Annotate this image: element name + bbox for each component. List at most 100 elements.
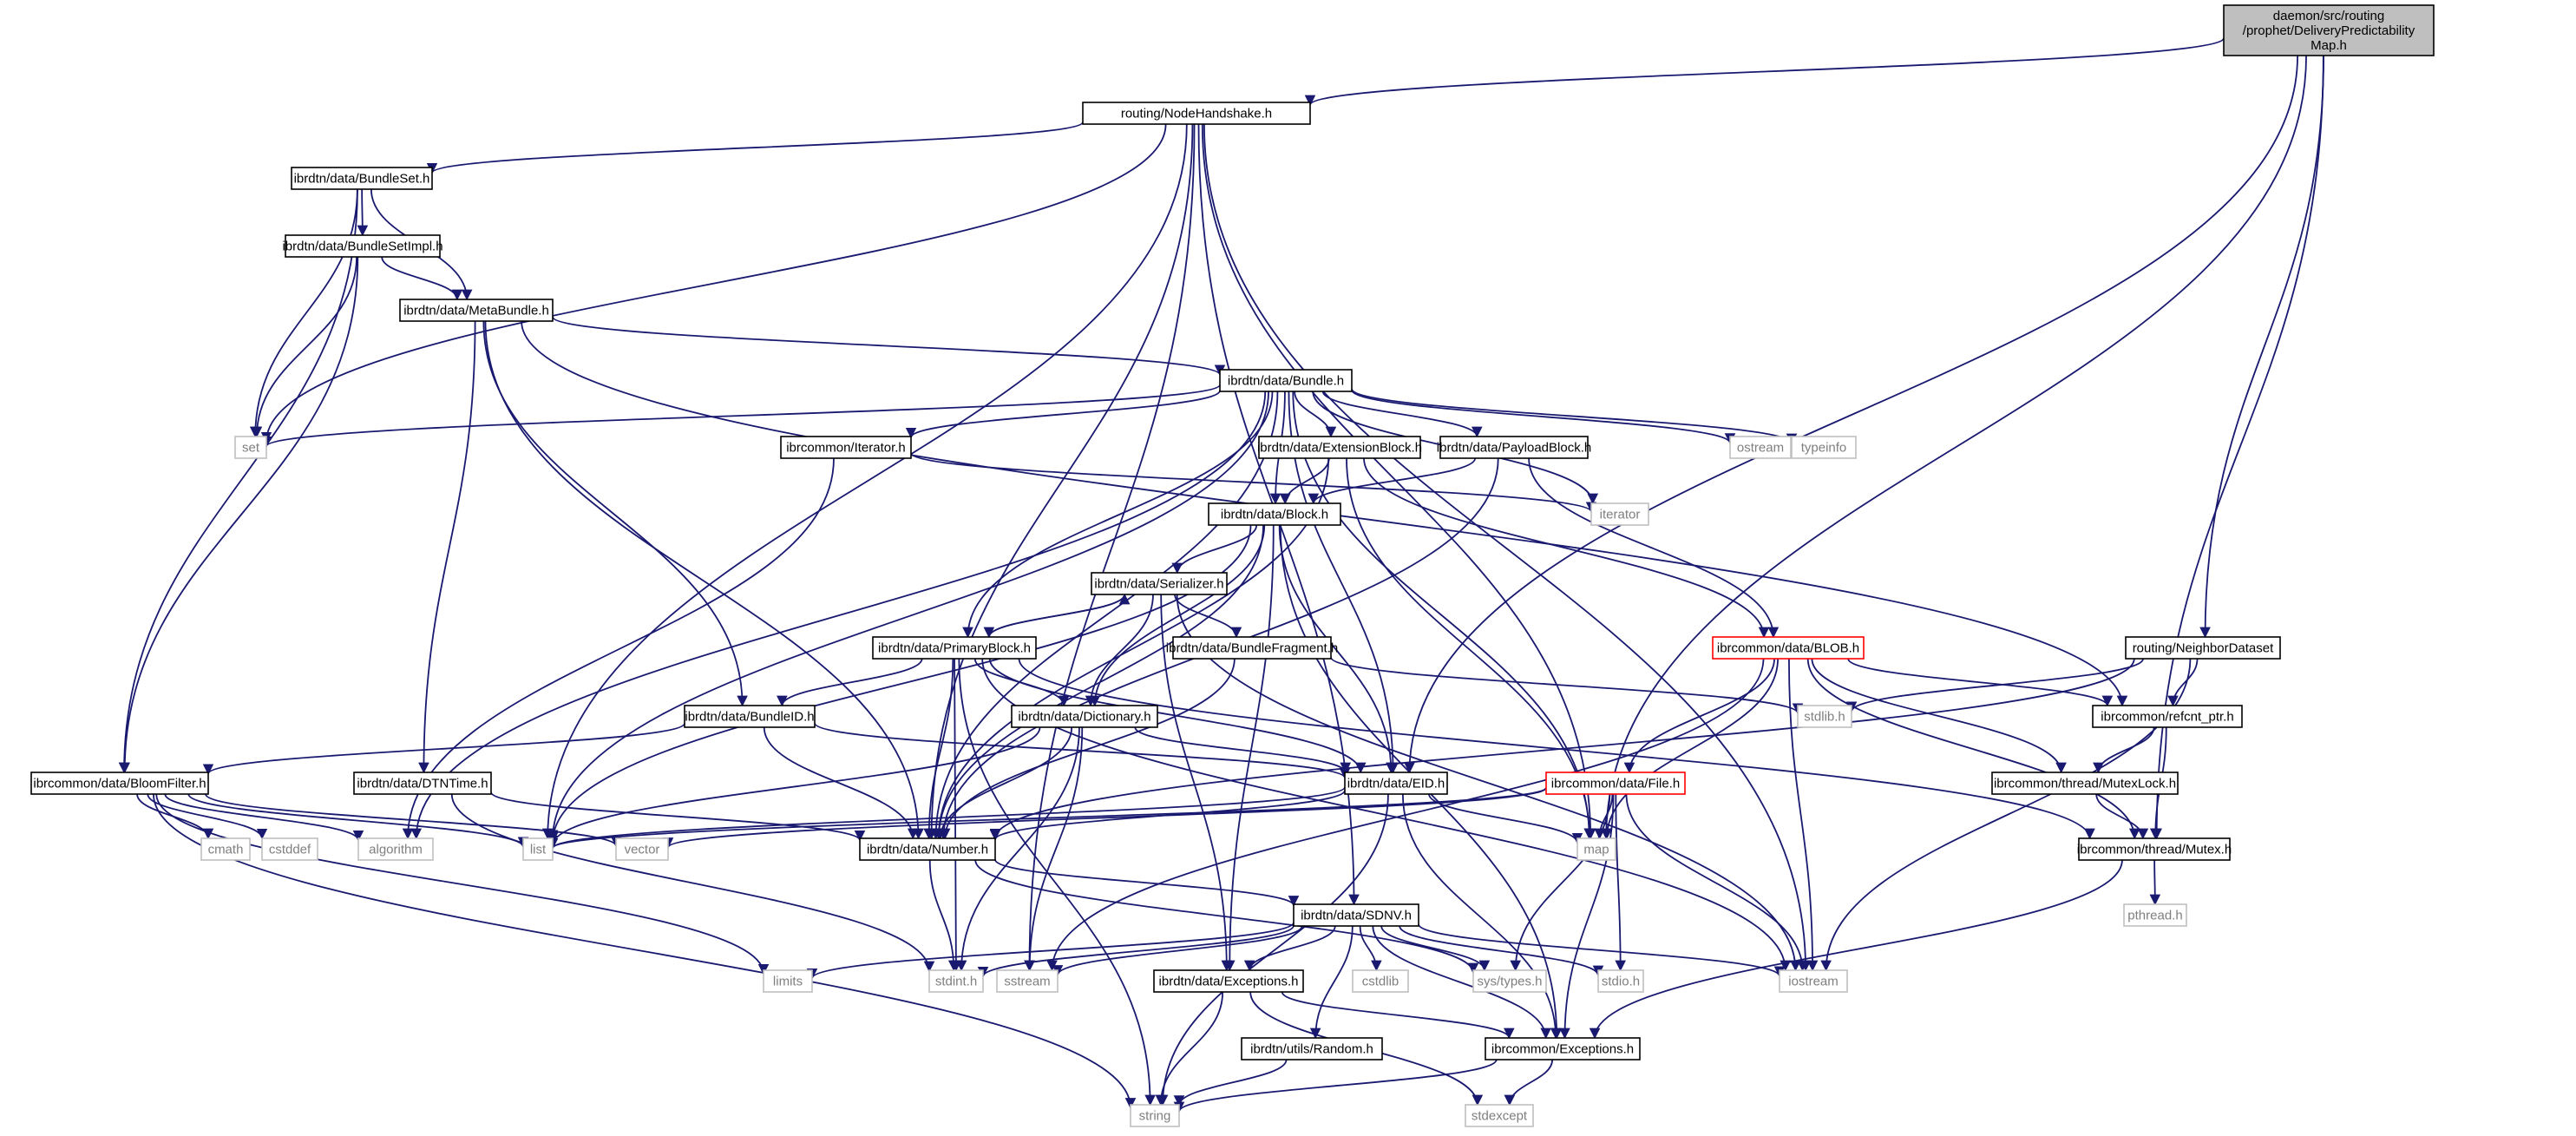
node-label-Serializer: ibrdtn/data/Serializer.h <box>1094 577 1223 592</box>
edge-NodeHandshake-to-BundleSet <box>427 121 1084 174</box>
edge-NeighborDataset-to-Number <box>989 658 2135 840</box>
edge-BLOB-to-Mutex <box>1806 658 2140 840</box>
edge-Bundle-to-list <box>547 391 1269 842</box>
edge-PrimaryBlock-to-BundleID <box>777 658 923 707</box>
edge-SDNV-to-iostream <box>1418 923 1786 978</box>
node-PayloadBlock[interactable]: ibrdtn/data/PayloadBlock.h <box>1437 436 1591 459</box>
node-limits: limits <box>763 969 813 993</box>
nodes-layer: daemon/src/routing/prophet/DeliveryPredi… <box>30 4 2435 1127</box>
node-MutexLock[interactable]: ibrcommon/thread/MutexLock.h <box>1991 772 2179 795</box>
edge-BLOB-to-sstream <box>1046 658 1765 972</box>
node-Bundle[interactable]: ibrdtn/data/Bundle.h <box>1219 369 1353 392</box>
node-box-cmath <box>200 837 251 861</box>
node-label-Mutex: ibrcommon/thread/Mutex.h <box>2077 843 2232 857</box>
node-Block[interactable]: ibrdtn/data/Block.h <box>1208 502 1341 526</box>
edge-File-to-iostream <box>1625 793 1808 972</box>
node-systypes: sys/types.h <box>1472 969 1547 993</box>
node-Serializer[interactable]: ibrdtn/data/Serializer.h <box>1091 572 1228 595</box>
edge-SDNV-to-stdint <box>977 924 1295 978</box>
node-root[interactable]: daemon/src/routing/prophet/DeliveryPredi… <box>2223 4 2435 56</box>
edge-Block-to-Number <box>933 524 1264 840</box>
node-SDNV[interactable]: ibrdtn/data/SDNV.h <box>1293 903 1419 927</box>
edge-Number-to-systypes <box>974 859 1479 975</box>
node-box-CommonExceptions <box>1485 1037 1641 1060</box>
edge-NodeHandshake-to-list <box>541 123 1188 840</box>
node-BundleID[interactable]: ibrdtn/data/BundleID.h <box>684 705 816 728</box>
node-box-ExtensionBlock <box>1258 436 1421 459</box>
node-label-iterator: iterator <box>1600 508 1641 522</box>
node-label-stdexcept: stdexcept <box>1472 1109 1528 1124</box>
node-BLOB[interactable]: ibrcommon/data/BLOB.h <box>1712 636 1865 660</box>
node-label-stdio: stdio.h <box>1602 975 1640 989</box>
node-Dictionary[interactable]: ibrdtn/data/Dictionary.h <box>1011 705 1158 728</box>
node-File[interactable]: ibrcommon/data/File.h <box>1545 772 1686 795</box>
node-ExtensionBlock[interactable]: ibrdtn/data/ExtensionBlock.h <box>1257 436 1422 459</box>
edge-BundleSetImpl-to-set <box>251 256 357 438</box>
edge-SDNV-to-stdio <box>1399 925 1604 977</box>
edge-File-to-vector <box>663 787 1547 849</box>
node-Mutex[interactable]: ibrcommon/thread/Mutex.h <box>2077 837 2232 861</box>
edge-Random-to-string <box>1173 1059 1288 1106</box>
node-label-PayloadBlock: ibrdtn/data/PayloadBlock.h <box>1437 441 1591 456</box>
node-sstream: sstream <box>996 969 1059 993</box>
node-label-ostream: ostream <box>1737 441 1784 456</box>
node-label-pthread: pthread.h <box>2127 909 2182 923</box>
node-BundleSet[interactable]: ibrdtn/data/BundleSet.h <box>291 167 433 190</box>
node-label-root: /prophet/DeliveryPredictability <box>2243 23 2415 38</box>
edge-Mutex-to-CommonExceptions <box>1589 859 2123 1040</box>
node-box-NeighborDataset <box>2125 636 2281 660</box>
node-label-algorithm: algorithm <box>369 843 423 857</box>
edge-CommonExceptions-to-string <box>1173 1059 1498 1113</box>
edge-File-to-stdio <box>1615 793 1626 972</box>
edge-PayloadBlock-to-BLOB <box>1528 457 1780 639</box>
edge-BundleID-to-EID <box>814 722 1351 779</box>
node-NeighborDataset[interactable]: routing/NeighborDataset <box>2125 636 2281 660</box>
node-Number[interactable]: ibrdtn/data/Number.h <box>859 837 996 861</box>
node-box-stdio <box>1597 969 1644 993</box>
edge-Serializer-to-Exceptions <box>1160 594 1233 972</box>
edge-PrimaryBlock-to-Serializer <box>987 593 1131 638</box>
node-BundleSetImpl[interactable]: ibrdtn/data/BundleSetImpl.h <box>282 234 443 258</box>
node-Exceptions[interactable]: ibrdtn/data/Exceptions.h <box>1153 969 1304 993</box>
edge-BLOB-to-map <box>1601 658 1779 840</box>
node-BloomFilter[interactable]: ibrcommon/data/BloomFilter.h <box>30 772 209 795</box>
node-label-DTNTime: ibrdtn/data/DTNTime.h <box>357 777 488 791</box>
node-BundleFragment[interactable]: ibrdtn/data/BundleFragment.h <box>1166 636 1338 660</box>
node-box-Random <box>1241 1037 1383 1060</box>
edge-Bundle-to-set <box>261 384 1221 448</box>
node-Iterator[interactable]: ibrcommon/Iterator.h <box>780 436 912 459</box>
edge-ExtensionBlock-to-BLOB <box>1363 457 1770 639</box>
edge-SDNV-to-limits <box>806 922 1295 980</box>
node-string: string <box>1130 1104 1180 1127</box>
edge-NodeHandshake-to-set <box>260 123 1167 443</box>
edge-root-to-EID <box>1404 55 2298 774</box>
node-box-File <box>1545 772 1686 795</box>
edge-root-to-Mutex <box>2151 55 2324 840</box>
node-PrimaryBlock[interactable]: ibrdtn/data/PrimaryBlock.h <box>872 636 1037 660</box>
node-Random[interactable]: ibrdtn/utils/Random.h <box>1241 1037 1383 1060</box>
node-EID[interactable]: ibrdtn/data/EID.h <box>1344 772 1448 795</box>
node-box-PayloadBlock <box>1439 436 1589 459</box>
node-label-ExtensionBlock: ibrdtn/data/ExtensionBlock.h <box>1257 441 1422 456</box>
node-box-DTNTime <box>353 772 492 795</box>
node-label-systypes: sys/types.h <box>1477 975 1542 989</box>
node-label-cstdlib: cstdlib <box>1362 975 1399 989</box>
node-DTNTime[interactable]: ibrdtn/data/DTNTime.h <box>353 772 492 795</box>
edge-Bundle-to-ostream <box>1351 389 1736 444</box>
edge-BLOB-to-MutexLock <box>1811 658 2067 774</box>
node-box-Serializer <box>1091 572 1228 595</box>
node-label-MetaBundle: ibrdtn/data/MetaBundle.h <box>403 304 549 318</box>
node-MetaBundle[interactable]: ibrdtn/data/MetaBundle.h <box>399 299 554 322</box>
node-box-root <box>2223 4 2435 56</box>
node-refcnt[interactable]: ibrcommon/refcnt_ptr.h <box>2092 705 2243 728</box>
node-box-limits <box>763 969 813 993</box>
node-label-BLOB: ibrcommon/data/BLOB.h <box>1717 641 1859 656</box>
edge-Bundle-to-map <box>1292 391 1595 840</box>
edge-BundleSet-to-BloomFilter <box>118 188 358 774</box>
node-CommonExceptions[interactable]: ibrcommon/Exceptions.h <box>1485 1037 1641 1060</box>
node-box-ostream <box>1729 436 1792 459</box>
edge-Block-to-Serializer <box>1171 524 1258 575</box>
node-NodeHandshake[interactable]: routing/NodeHandshake.h <box>1082 102 1311 125</box>
node-box-EID <box>1344 772 1448 795</box>
edge-root-to-NeighborDataset <box>2199 55 2324 639</box>
